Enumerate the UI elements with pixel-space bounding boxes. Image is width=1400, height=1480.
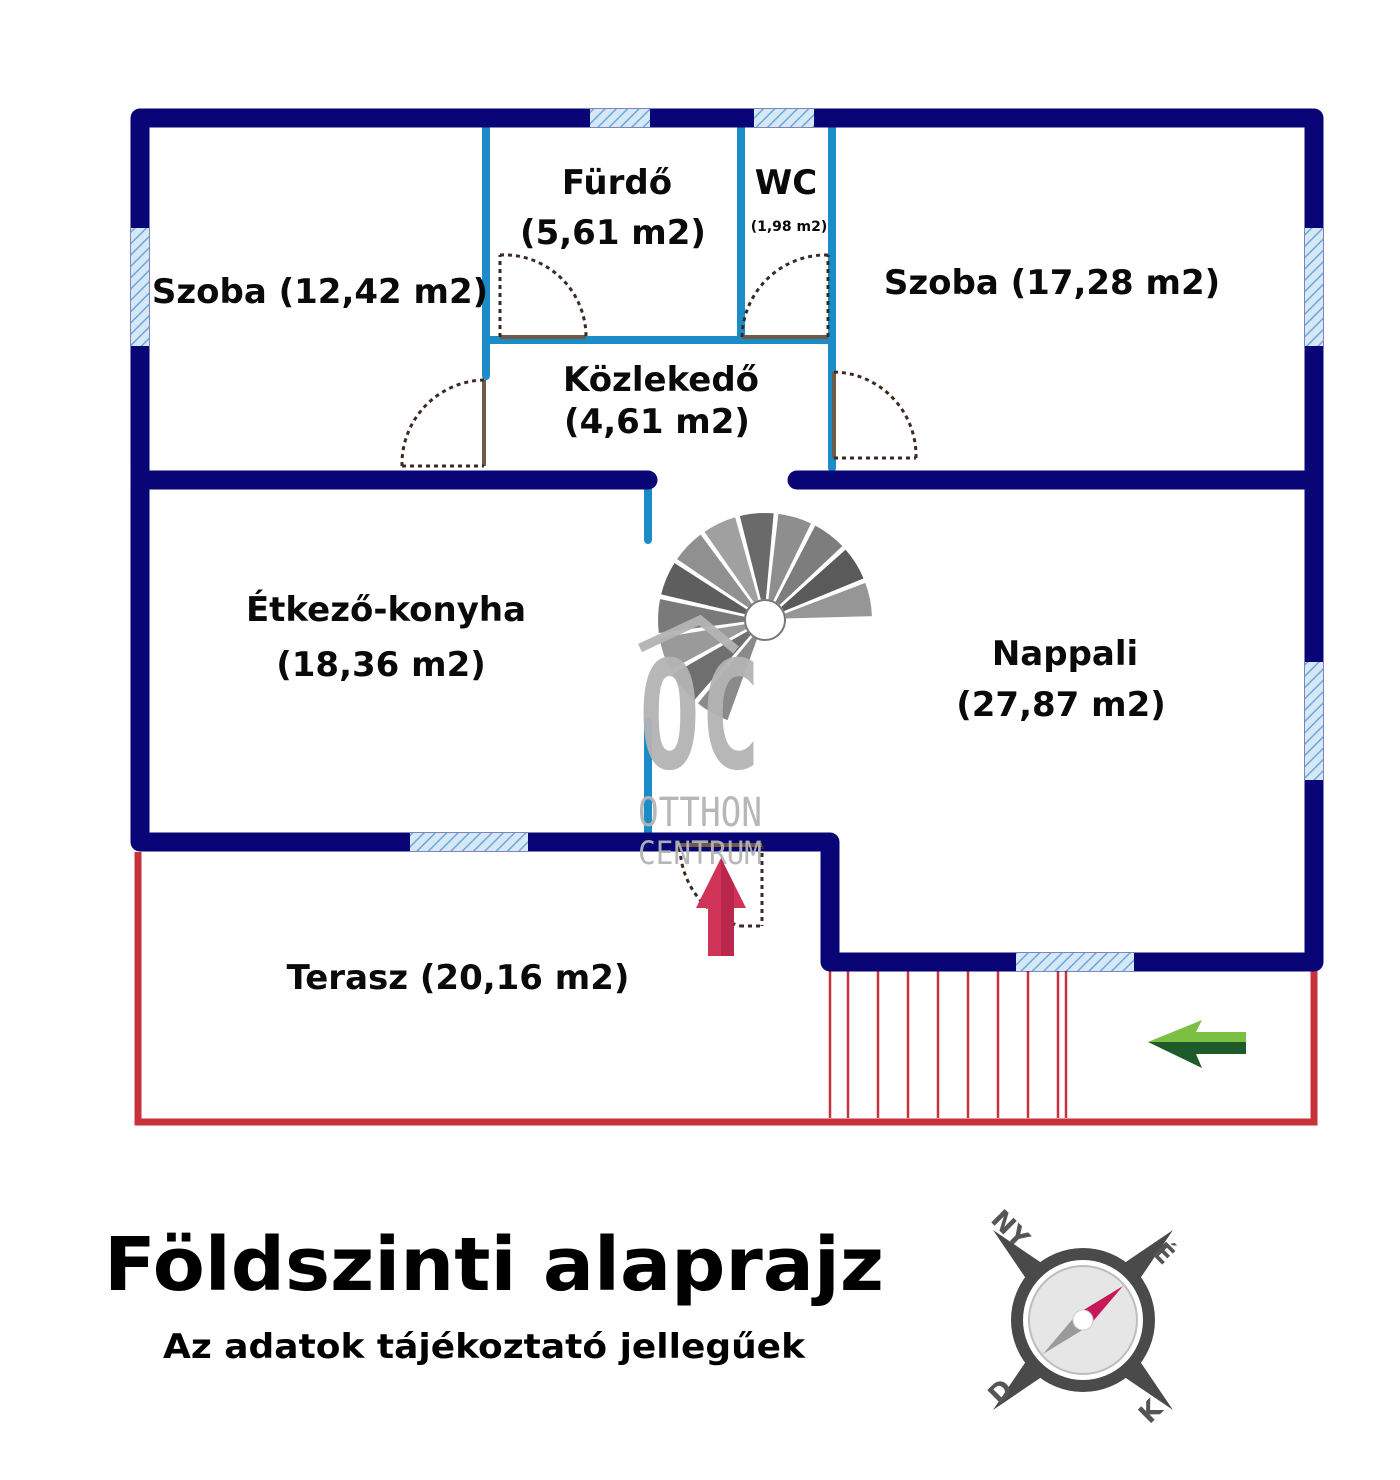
room-nappali-name: Nappali [992, 634, 1138, 674]
up-arrow-icon [696, 858, 746, 956]
spiral-staircase-icon [656, 511, 874, 723]
compass-north: É [1146, 1236, 1181, 1271]
room-etkezo-name: Étkező-konyha [246, 589, 526, 630]
doors [400, 253, 918, 928]
page-title: Földszinti alaprajz [104, 1222, 884, 1308]
room-wc-area: (1,98 m2) [751, 219, 828, 235]
compass-icon: NY É K D [983, 1204, 1182, 1429]
room-furdo-name: Fürdő [562, 163, 672, 203]
room-kozlekedo-name: Közlekedő [563, 360, 759, 400]
watermark-logo: OC OTTHON CENTRUM [638, 614, 762, 872]
door-szoba2 [832, 370, 918, 460]
room-labels: Szoba (12,42 m2) Fürdő (5,61 m2) WC (1,9… [152, 163, 1220, 998]
left-arrow-icon [1148, 1020, 1246, 1068]
outer-walls [130, 108, 1324, 972]
room-terasz-name: Terasz (20,16 m2) [287, 958, 630, 998]
windows [131, 109, 1323, 971]
compass-west: NY [985, 1204, 1036, 1255]
door-furdo [498, 253, 588, 339]
room-szoba2-name: Szoba (17,28 m2) [884, 263, 1220, 303]
watermark-otthon: OTTHON [638, 790, 762, 836]
terrace-outline [134, 852, 1318, 1126]
compass-south: D [983, 1374, 1019, 1410]
watermark-centrum: CENTRUM [638, 834, 762, 872]
room-etkezo-area: (18,36 m2) [276, 645, 486, 685]
room-wc-name: WC [755, 163, 817, 203]
room-kozlekedo-area: (4,61 m2) [564, 402, 750, 442]
stair-center-post [744, 599, 786, 641]
door-wc [740, 253, 830, 339]
page-subtitle: Az adatok tájékoztató jellegűek [163, 1327, 806, 1367]
room-szoba1-name: Szoba (12,42 m2) [152, 272, 488, 312]
room-furdo-area: (5,61 m2) [520, 213, 706, 253]
entry-steps [828, 970, 1068, 1118]
door-szoba1 [400, 378, 486, 468]
watermark-oc: OC [639, 630, 761, 804]
room-nappali-area: (27,87 m2) [956, 685, 1166, 725]
door-entry [676, 843, 764, 928]
